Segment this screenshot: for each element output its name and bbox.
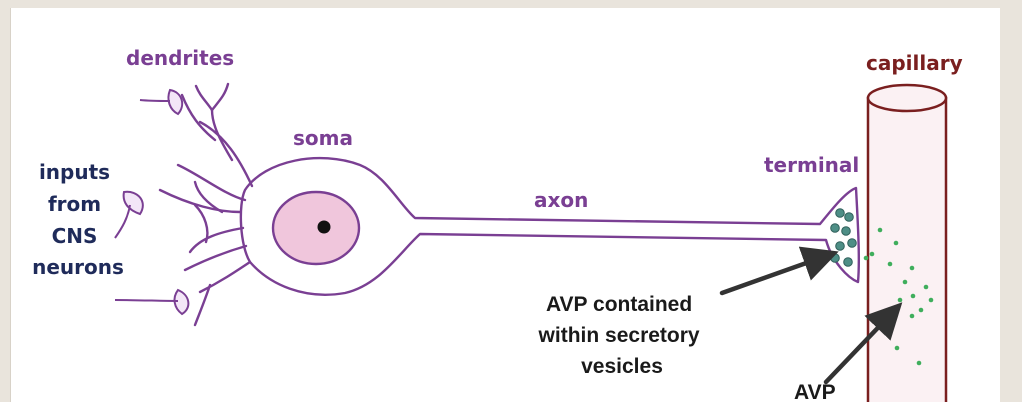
label-inputs-line: from: [48, 192, 101, 216]
input-terminal-middle: [122, 190, 144, 216]
input-axon-bottom: [114, 299, 179, 302]
dendrite-lower: [193, 283, 212, 327]
avp-dot: [918, 307, 924, 313]
secretory-vesicles: [830, 208, 857, 267]
nucleus-outline: [271, 190, 361, 266]
dendrite-middle: [193, 203, 209, 244]
dendrite-upper: [210, 82, 230, 112]
vesicle: [830, 253, 840, 263]
label-capillary: capillary: [866, 51, 963, 75]
vesicle: [847, 238, 857, 248]
dendrite-middle: [176, 163, 247, 202]
arrows: [719, 246, 903, 385]
vesicle: [830, 223, 840, 233]
dendrite-middle: [193, 180, 224, 214]
avp-dot: [909, 265, 915, 271]
label-vesicles-line: within secretory: [538, 324, 700, 347]
dendrite-middle: [188, 226, 245, 254]
dendrite-upper: [180, 93, 217, 142]
vesicle: [835, 241, 845, 251]
avp-dot: [902, 279, 908, 285]
avp-dot: [897, 297, 903, 303]
avp-dot: [877, 227, 883, 233]
nucleus: [271, 190, 361, 266]
vesicle: [844, 212, 854, 222]
avp-dot: [887, 261, 893, 267]
label-axon: axon: [534, 188, 588, 212]
nucleolus: [317, 220, 331, 234]
capillary: [866, 83, 948, 402]
label-inputs-line: neurons: [32, 255, 124, 279]
dendrite-lower: [183, 244, 248, 272]
label-vesicles: AVP contained within secretory vesicles: [538, 293, 706, 378]
dendrite-middle: [158, 188, 242, 214]
dendrite-upper: [194, 84, 214, 112]
vesicle: [835, 208, 845, 218]
input-terminal-top: [167, 88, 184, 116]
dendrite-upper: [198, 120, 254, 188]
label-terminal: terminal: [764, 153, 859, 177]
label-inputs-line: inputs: [39, 160, 110, 184]
avp-dots: [863, 227, 934, 366]
arrow-to-avp: [823, 302, 903, 385]
dendrite-lower: [198, 260, 252, 294]
vesicle: [843, 257, 853, 267]
vesicle: [841, 226, 851, 236]
label-vesicles-line: AVP contained: [546, 293, 692, 316]
input-axon-middle: [114, 204, 131, 239]
arrow-to-vesicles: [719, 246, 839, 296]
input-terminal-bottom: [173, 288, 190, 316]
avp-dot: [928, 297, 934, 303]
avp-dot: [909, 313, 915, 319]
avp-dot: [869, 251, 875, 257]
synaptic-inputs: [114, 88, 190, 316]
neuron: [158, 82, 861, 327]
avp-dot: [863, 255, 869, 261]
label-soma: soma: [293, 126, 353, 150]
input-axon-top: [139, 99, 171, 102]
capillary-top: [866, 83, 948, 113]
avp-dot: [923, 284, 929, 290]
avp-dot: [916, 360, 922, 366]
dendrite-upper: [210, 108, 234, 162]
avp-dot: [894, 345, 900, 351]
soma-outline: [239, 156, 861, 296]
label-inputs-line: CNS: [52, 224, 98, 248]
avp-dot: [893, 240, 899, 246]
label-dendrites: dendrites: [126, 46, 234, 70]
capillary-body: [866, 96, 948, 402]
avp-dot: [910, 293, 916, 299]
label-vesicles-line: vesicles: [581, 355, 663, 378]
label-avp: AVP: [794, 381, 836, 402]
label-inputs: inputs from CNS neurons: [32, 160, 124, 279]
